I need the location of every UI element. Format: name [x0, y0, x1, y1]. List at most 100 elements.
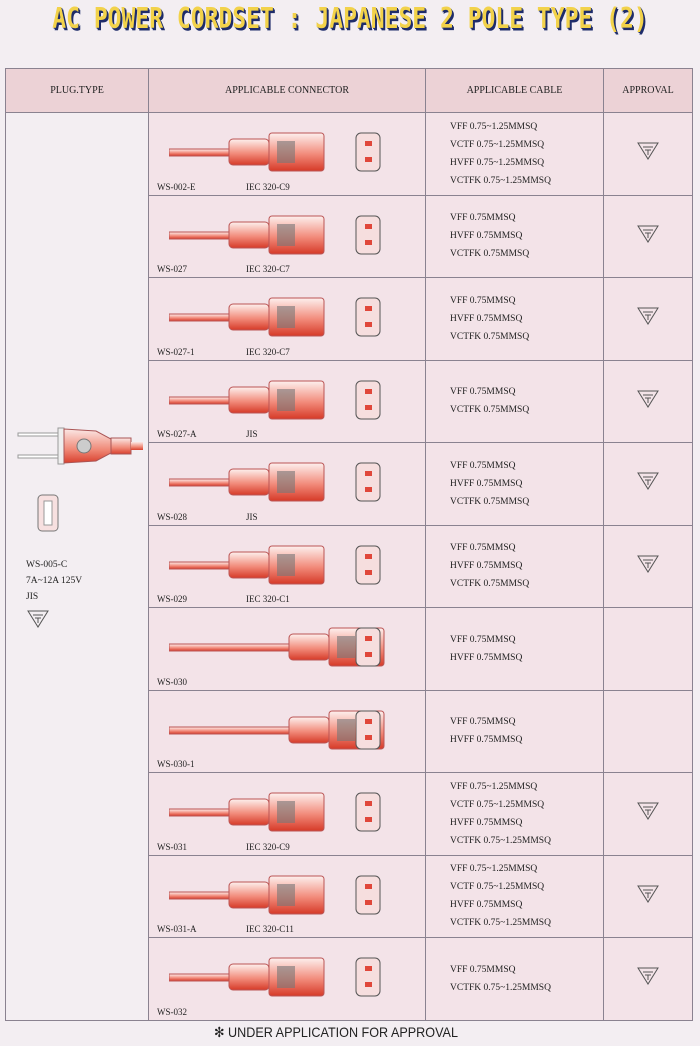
cable-cell: VFF 0.75MMSQ HVFF 0.75MMSQ VCTFK 0.75MMSQ: [425, 524, 604, 608]
cable-spec: HVFF 0.75MMSQ: [450, 231, 523, 242]
socket-face-icon: [355, 545, 381, 584]
connector-model: WS-027: [157, 264, 187, 274]
connector-cell: WS-031-A IEC 320-C11: [148, 854, 426, 938]
cable-spec: VCTFK 0.75MMSQ: [450, 249, 530, 260]
connector-model: WS-027-A: [157, 429, 197, 439]
cable-spec: HVFF 0.75MMSQ: [450, 561, 523, 572]
cordset-table: PLUG.TYPE APPLICABLE CONNECTOR APPLICABL…: [5, 68, 693, 1021]
pse-triangle-icon: [637, 307, 659, 326]
cable-spec: VCTFK 0.75~1.25MMSQ: [450, 835, 551, 846]
pse-triangle-icon: [637, 142, 659, 161]
cable-spec: VFF 0.75MMSQ: [450, 213, 516, 224]
approval-cell: [603, 772, 693, 856]
socket-face-icon: [355, 132, 381, 172]
connector-standard: IEC 320-C1: [246, 594, 290, 604]
connector-icon: [169, 215, 325, 254]
plug-illustration: [16, 425, 146, 550]
connector-standard: IEC 320-C9: [246, 841, 290, 852]
socket-face-icon: [355, 957, 381, 997]
table-row: WS-027-1 IEC 320-C7 VFF 0.75MMSQ HVFF 0.75…: [6, 277, 693, 361]
table-row: WS-028 JIS VFF 0.75MMSQ HVFF 0.75MMSQ VCTFK…: [6, 442, 693, 526]
connector-cell: WS-027-A JIS: [148, 359, 426, 443]
header-plug-type: PLUG.TYPE: [5, 68, 149, 113]
cable-cell: VFF 0.75~1.25MMSQ VCTF 0.75~1.25MMSQ HVFF …: [425, 772, 604, 856]
socket-face-icon: [355, 380, 381, 419]
cable-spec: VCTFK 0.75~1.25MMSQ: [450, 982, 551, 993]
cable-spec: VCTFK 0.75MMSQ: [450, 496, 530, 507]
socket-face-icon: [355, 297, 381, 337]
connector-standard: JIS: [246, 429, 258, 439]
pse-triangle-icon: [637, 555, 659, 573]
connector-standard: JIS: [246, 511, 258, 522]
connector-model: WS-030-1: [157, 759, 195, 769]
connector-model: WS-029: [157, 594, 187, 604]
cable-spec: HVFF 0.75MMSQ: [450, 313, 523, 324]
socket-face-icon: [355, 875, 381, 914]
table-row: WS-029 IEC 320-C1 VFF 0.75MMSQ HVFF 0.75MM…: [6, 524, 693, 608]
connector-icon: [169, 957, 325, 997]
cable-spec: VFF 0.75MMSQ: [450, 295, 516, 306]
connector-model: WS-031: [157, 841, 187, 852]
cable-spec: HVFF 0.75MMSQ: [450, 478, 523, 489]
cable-spec: VCTFK 0.75MMSQ: [450, 405, 530, 416]
pse-triangle-icon: [27, 610, 49, 628]
socket-face-icon: [355, 710, 381, 749]
connector-model: WS-032: [157, 1006, 187, 1017]
cable-spec: VCTFK 0.75MMSQ: [450, 579, 530, 590]
cable-spec: HVFF 0.75MMSQ: [450, 817, 523, 828]
table-row: WS-030 VFF 0.75MMSQ HVFF 0.75MMSQ: [6, 607, 693, 691]
connector-cell: WS-030-1: [148, 689, 426, 773]
cable-spec: VCTF 0.75~1.25MMSQ: [450, 799, 545, 810]
cable-spec: VFF 0.75MMSQ: [450, 543, 516, 554]
cable-spec: VFF 0.75MMSQ: [450, 634, 516, 645]
cable-spec: HVFF 0.75MMSQ: [450, 652, 523, 663]
socket-face-icon: [355, 215, 381, 254]
plug-standard: JIS: [26, 592, 39, 602]
approval-cell: [603, 442, 693, 526]
cable-spec: VFF 0.75~1.25MMSQ: [450, 864, 538, 875]
table-row: WS-027-A JIS VFF 0.75MMSQ VCTFK 0.75MMSQ: [6, 359, 693, 443]
pse-triangle-icon: [637, 390, 659, 408]
connector-cell: WS-002-E IEC 320-C9: [148, 112, 426, 196]
header-connector: APPLICABLE CONNECTOR: [148, 68, 426, 113]
cable-spec: VFF 0.75~1.25MMSQ: [450, 781, 538, 792]
connector-cell: WS-029 IEC 320-C1: [148, 524, 426, 608]
approval-cell: [603, 112, 693, 196]
socket-face-icon: [355, 627, 381, 667]
cable-cell: VFF 0.75MMSQ HVFF 0.75MMSQ VCTFK 0.75MMSQ: [425, 194, 604, 278]
connector-cell: WS-031 IEC 320-C9: [148, 772, 426, 856]
cable-cell: VFF 0.75MMSQ HVFF 0.75MMSQ: [425, 607, 604, 691]
table-row: WS-031 IEC 320-C9 VFF 0.75~1.25MMSQ VCTF 0…: [6, 772, 693, 856]
connector-icon: [169, 545, 325, 584]
connector-cell: WS-032: [148, 937, 426, 1021]
cable-cell: VFF 0.75MMSQ HVFF 0.75MMSQ VCTFK 0.75MMSQ: [425, 442, 604, 526]
cable-spec: VFF 0.75MMSQ: [450, 387, 516, 398]
approval-cell: [603, 607, 693, 691]
connector-cell: WS-027-1 IEC 320-C7: [148, 277, 426, 361]
connector-model: WS-031-A: [157, 924, 197, 934]
connector-standard: IEC 320-C7: [246, 346, 290, 357]
cable-spec: VFF 0.75MMSQ: [450, 460, 516, 471]
plug-type-cell: [5, 112, 149, 1021]
plug-model: WS-005-C: [26, 560, 68, 570]
plug-info: WS-005-C 7A~12A 125V JIS: [26, 557, 82, 635]
header-approval: APPROVAL: [603, 68, 693, 113]
connector-cell: WS-028 JIS: [148, 442, 426, 526]
pse-triangle-icon: [637, 472, 659, 491]
connector-icon: [169, 462, 325, 502]
cable-spec: HVFF 0.75~1.25MMSQ: [450, 157, 545, 168]
footnote: ✻ UNDER APPLICATION FOR APPROVAL: [214, 1024, 458, 1040]
connector-icon: [169, 297, 325, 337]
connector-standard: IEC 320-C9: [246, 181, 290, 192]
pse-triangle-icon: [637, 885, 659, 903]
connector-cell: WS-030: [148, 607, 426, 691]
cable-spec: VFF 0.75MMSQ: [450, 717, 516, 728]
page-title: AC POWER CORDSET : JAPANESE 2 POLE TYPE …: [52, 2, 648, 36]
connector-standard: IEC 320-C11: [246, 924, 294, 934]
